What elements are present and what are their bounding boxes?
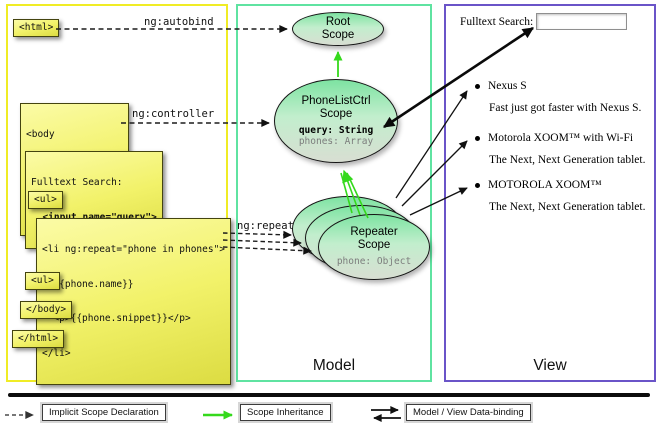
html-open-tag-box: <html> xyxy=(13,19,60,37)
model-column: Model xyxy=(236,4,432,382)
list-item: Motorola XOOM™ with Wi-Fi The Next, Next… xyxy=(475,132,656,166)
item-name: Nexus S xyxy=(488,80,527,92)
list-item: MOTOROLA XOOM™ The Next, Next Generation… xyxy=(475,179,656,213)
code-line: </li> xyxy=(42,347,71,359)
code-line: <li ng:repeat="phone in phones"> xyxy=(42,244,226,255)
legend-databinding-label: Model / View Data-binding xyxy=(406,404,531,421)
code-line: <p>{{phone.snippet}}</p> xyxy=(42,313,191,324)
scope-title-line: Scope xyxy=(357,239,391,252)
scope-property: phones: Array xyxy=(298,136,374,147)
repeater-scope-ellipse-front: Repeater Scope phone: Object xyxy=(318,214,430,280)
legend-scope-inheritance-label: Scope Inheritance xyxy=(240,404,331,421)
scope-property: query: String xyxy=(298,124,374,136)
root-scope-ellipse: Root Scope xyxy=(292,12,384,46)
html-close-tag-box: </html> xyxy=(12,330,65,348)
view-column: View xyxy=(444,4,656,382)
phonelistctrl-scope-ellipse: PhoneListCtrl Scope query: String phones… xyxy=(274,79,398,163)
code-line: Fulltext Search: xyxy=(31,177,123,188)
bullet-icon xyxy=(475,183,480,188)
item-snippet: Fast just got faster with Nexus S. xyxy=(489,102,642,114)
code-line: <input name="query"> xyxy=(31,211,157,223)
legend-implicit-scope-label: Implicit Scope Declaration xyxy=(42,404,166,421)
list-item: Nexus S Fast just got faster with Nexus … xyxy=(475,80,656,114)
code-line: <body xyxy=(26,129,55,140)
item-snippet: The Next, Next Generation tablet. xyxy=(489,154,646,166)
ul-tag-box-2: <ul> xyxy=(25,272,60,290)
controller-edge-label: ng:controller xyxy=(132,108,215,120)
body-close-tag-box: </body> xyxy=(20,301,73,319)
repeat-edge-label: ng:repeat xyxy=(237,220,294,232)
model-column-label: Model xyxy=(312,357,356,374)
scope-title-line: Scope xyxy=(321,29,355,41)
autobind-edge-label: ng:autobind xyxy=(144,16,214,28)
fulltext-search-input[interactable] xyxy=(536,13,627,30)
item-name: Motorola XOOM™ with Wi-Fi xyxy=(488,132,634,144)
scope-title-line: Repeater xyxy=(350,226,398,239)
scope-title-line: Scope xyxy=(319,107,353,120)
legend-divider xyxy=(8,393,650,397)
scope-property: phone: Object xyxy=(336,256,412,268)
ul-tag-box-1: <ul> xyxy=(28,191,63,209)
bullet-icon xyxy=(475,84,480,89)
fulltext-search-label: Fulltext Search: xyxy=(460,16,534,28)
scope-title-line: Root xyxy=(325,16,351,28)
code-line: {{phone.name}} xyxy=(42,278,134,290)
view-column-label: View xyxy=(533,357,567,374)
bullet-icon xyxy=(475,136,480,141)
scope-title-line: PhoneListCtrl xyxy=(301,94,371,107)
item-snippet: The Next, Next Generation tablet. xyxy=(489,201,646,213)
item-name: MOTOROLA XOOM™ xyxy=(488,179,602,191)
